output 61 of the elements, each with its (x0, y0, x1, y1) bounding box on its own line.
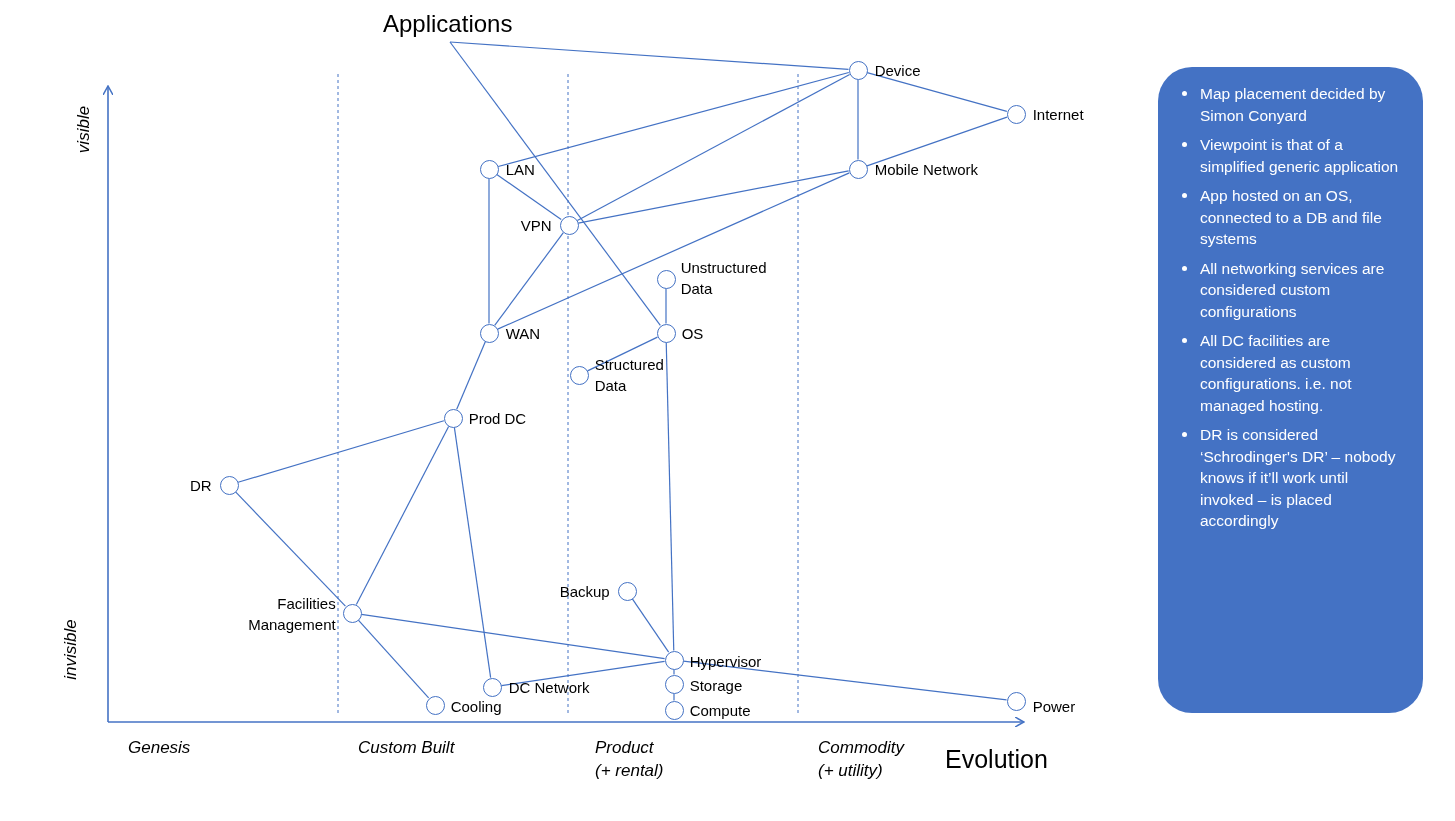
component-label: DC Network (508, 677, 591, 698)
bullet-text: DR is considered ‘Schrodinger's DR’ – nobody knows if it’ll work until invoked – is placed accordingly (1200, 426, 1396, 529)
connector-line (673, 692, 675, 702)
axis-label: visible (73, 105, 95, 154)
component-label: Power (1032, 696, 1077, 717)
connector-line (456, 341, 486, 410)
bullet-text: All networking services are considered custom configurations (1200, 259, 1385, 320)
component-label: Compute (689, 700, 752, 721)
connector-line (235, 491, 347, 607)
bullet-text: Map placement decided by Simon Conyard (1200, 85, 1386, 124)
stage-label: Product (+ rental) (595, 737, 665, 782)
connector-line (665, 341, 675, 652)
component-label: WAN (505, 323, 542, 344)
component-label: Backup (558, 581, 610, 602)
component-label: Storage (689, 675, 744, 696)
axis-title: Evolution (945, 744, 1049, 775)
connector-line (496, 173, 562, 221)
connector-line (357, 619, 430, 699)
connector-line (682, 660, 1008, 701)
axis-label: invisible (59, 619, 81, 680)
connector-line (500, 660, 666, 687)
connector-line (360, 613, 666, 660)
note-panel (1158, 67, 1423, 713)
connector-line (576, 73, 851, 222)
stage-label: Custom Built (358, 737, 456, 759)
connector-line (355, 425, 450, 606)
connector-line (857, 78, 859, 161)
connector-line (494, 232, 564, 326)
stage-label: Commodity (+ utility) (818, 737, 906, 782)
component-label: Cooling (450, 696, 503, 717)
connector-line (866, 116, 1008, 167)
bullet-text: App hosted on an OS, connected to a DB and file systems (1200, 187, 1382, 247)
connector-line (449, 41, 661, 326)
connector-line (497, 172, 850, 330)
component-label: LAN (505, 159, 536, 180)
connector-line (673, 668, 675, 676)
connector-line (453, 426, 492, 679)
connector-line (237, 420, 445, 483)
connector-line (497, 71, 850, 168)
component-label: Device (874, 60, 922, 81)
connector-line (631, 598, 670, 653)
title-text: Applications (383, 8, 528, 42)
component-label: DR (189, 475, 212, 496)
component-label: Unstructured Data (680, 257, 768, 299)
component-label: Mobile Network (874, 159, 980, 180)
connector-line (665, 287, 667, 325)
component-label: Hypervisor (689, 651, 763, 672)
connector-line (866, 71, 1008, 113)
bullet-text: All DC facilities are considered as custom configurations. i.e. not managed hosting. (1200, 332, 1352, 414)
component-label: Facilities Management (247, 593, 336, 635)
component-label: VPN (519, 215, 552, 236)
connector-line (488, 177, 490, 325)
connector-line (577, 170, 850, 224)
connector-line (586, 336, 659, 372)
component-label: Prod DC (468, 408, 528, 429)
component-label: Structured Data (594, 354, 665, 396)
component-label: OS (681, 323, 705, 344)
bullet-text: Viewpoint is that of a simplified generic application (1200, 136, 1399, 175)
stage-label: Genesis (128, 737, 192, 759)
component-label: Internet (1032, 104, 1085, 125)
connector-line (449, 41, 850, 70)
